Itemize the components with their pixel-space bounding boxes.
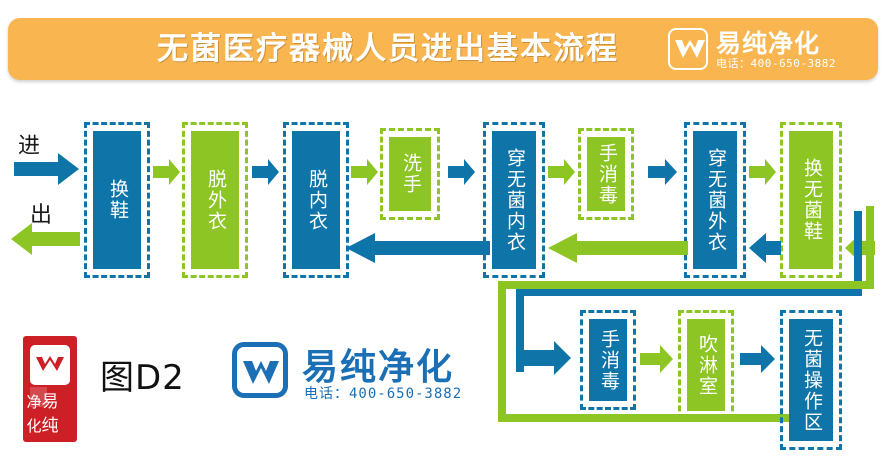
- footer-logo-tel: 电话：400-650-3882: [304, 386, 463, 402]
- header-logo-tel: 电话：400-650-3882: [716, 57, 836, 70]
- node-border: [580, 310, 636, 410]
- header-logo-name: 易纯净化: [716, 29, 821, 58]
- node-label: 无菌操作区: [800, 327, 823, 433]
- arrow-return-sterileshoes-to-sterileouter-icon: [749, 233, 781, 263]
- page-header-banner: 无菌医疗器械人员进出基本流程 易纯净化 电话：400-650-3882: [8, 18, 878, 80]
- node-body: 穿无菌内衣: [492, 131, 536, 269]
- connector-green-left-vertical: [498, 281, 506, 421]
- svg-text:易: 易: [42, 392, 59, 412]
- header-logo: 易纯净化 电话：400-650-3882: [668, 24, 858, 74]
- node-label: 穿无菌外衣: [704, 147, 727, 253]
- node-border: [483, 122, 545, 278]
- node-body: 换鞋: [93, 131, 141, 269]
- exit-label: 出: [30, 203, 54, 228]
- node-wash-hands[interactable]: 洗手: [380, 128, 440, 220]
- arrow-airshower-to-workarea-icon: [740, 345, 775, 373]
- node-wear-sterile-inner[interactable]: 穿无菌内衣: [483, 122, 545, 278]
- node-body: 穿无菌外衣: [693, 131, 737, 269]
- node-air-shower[interactable]: 吹淋室: [678, 310, 734, 420]
- node-body: 无菌操作区: [789, 319, 833, 441]
- arrow-into-hand-disinfect-lower-icon: [520, 341, 571, 375]
- enter-arrow-icon: [14, 153, 79, 185]
- node-label: 洗手: [399, 153, 422, 195]
- arrow-sterileinner-to-handdisinfect-icon: [548, 159, 575, 185]
- arrow-changeshoes-to-outerwear-icon: [153, 159, 180, 185]
- node-border: [84, 122, 150, 278]
- connector-green-right-up: [866, 206, 874, 288]
- arrow-outerwear-to-innerwear-icon: [252, 159, 279, 185]
- node-label: 换鞋: [106, 179, 129, 221]
- node-body: 手消毒: [589, 319, 627, 401]
- connector-blue-top-horizontal: [516, 288, 862, 296]
- node-body: 手消毒: [587, 137, 625, 211]
- node-label: 手消毒: [597, 328, 620, 392]
- arrow-return-sterileouter-to-sterileinner-icon: [548, 233, 688, 263]
- arrow-sterileouter-to-sterileshoes-icon: [749, 159, 776, 185]
- svg-text:纯: 纯: [42, 416, 59, 436]
- node-remove-innerwear[interactable]: 脱内衣: [283, 122, 349, 278]
- arrow-innerwear-to-washhands-icon: [351, 159, 378, 185]
- node-hand-disinfect-lower[interactable]: 手消毒: [580, 310, 636, 410]
- node-label: 换无菌鞋: [800, 158, 823, 242]
- footer-logo-name: 易纯净化: [302, 347, 455, 388]
- footer-logo: 易纯净化 电话：400-650-3882: [232, 338, 482, 410]
- node-wear-sterile-outer[interactable]: 穿无菌外衣: [684, 122, 746, 278]
- node-change-shoes[interactable]: 换鞋: [84, 122, 150, 278]
- company-v-mark-icon: [668, 28, 708, 70]
- node-label: 吹淋室: [695, 333, 718, 397]
- page-title: 无菌医疗器械人员进出基本流程: [157, 31, 619, 67]
- connector-green-bottom-horizontal: [498, 414, 820, 422]
- node-label: 脱内衣: [305, 168, 328, 232]
- arrow-handdisinfect-to-airshower-icon: [640, 345, 673, 373]
- connector-blue-right-down: [854, 211, 862, 295]
- node-body: 脱内衣: [292, 131, 340, 269]
- node-border: [380, 128, 440, 220]
- node-hand-disinfect-upper[interactable]: 手消毒: [578, 128, 634, 220]
- node-border: [678, 310, 734, 420]
- node-border: [780, 122, 842, 278]
- node-label: 手消毒: [595, 142, 618, 206]
- node-body: 洗手: [389, 137, 431, 211]
- arrow-washhands-to-sterileinner-icon: [448, 159, 475, 185]
- node-border: [780, 310, 842, 450]
- node-border: [182, 122, 248, 278]
- node-label: 穿无菌内衣: [503, 147, 526, 253]
- company-seal-stamp: 易 纯 净 化: [22, 335, 78, 443]
- node-border: [684, 122, 746, 278]
- node-border: [283, 122, 349, 278]
- node-change-sterile-shoes[interactable]: 换无菌鞋: [780, 122, 842, 278]
- arrow-handdisinfect-to-sterileouter-icon: [648, 159, 677, 185]
- node-label: 脱外衣: [204, 168, 227, 232]
- node-body: 脱外衣: [191, 131, 239, 269]
- node-border: [578, 128, 634, 220]
- node-body: 吹淋室: [687, 319, 725, 411]
- svg-text:净: 净: [26, 393, 41, 411]
- node-body: 换无菌鞋: [789, 131, 833, 269]
- enter-label: 进: [18, 134, 42, 159]
- exit-arrow-icon: [11, 223, 80, 255]
- connector-green-upper-horizontal: [498, 281, 874, 289]
- company-v-mark-icon: [232, 342, 288, 398]
- connector-blue-left-down: [516, 288, 524, 372]
- node-remove-outerwear[interactable]: 脱外衣: [182, 122, 248, 278]
- figure-label: 图D2: [100, 358, 185, 398]
- arrow-return-sterileinner-to-innerwear-icon: [346, 233, 490, 263]
- svg-text:化: 化: [26, 417, 41, 435]
- node-sterile-work-area[interactable]: 无菌操作区: [780, 310, 842, 450]
